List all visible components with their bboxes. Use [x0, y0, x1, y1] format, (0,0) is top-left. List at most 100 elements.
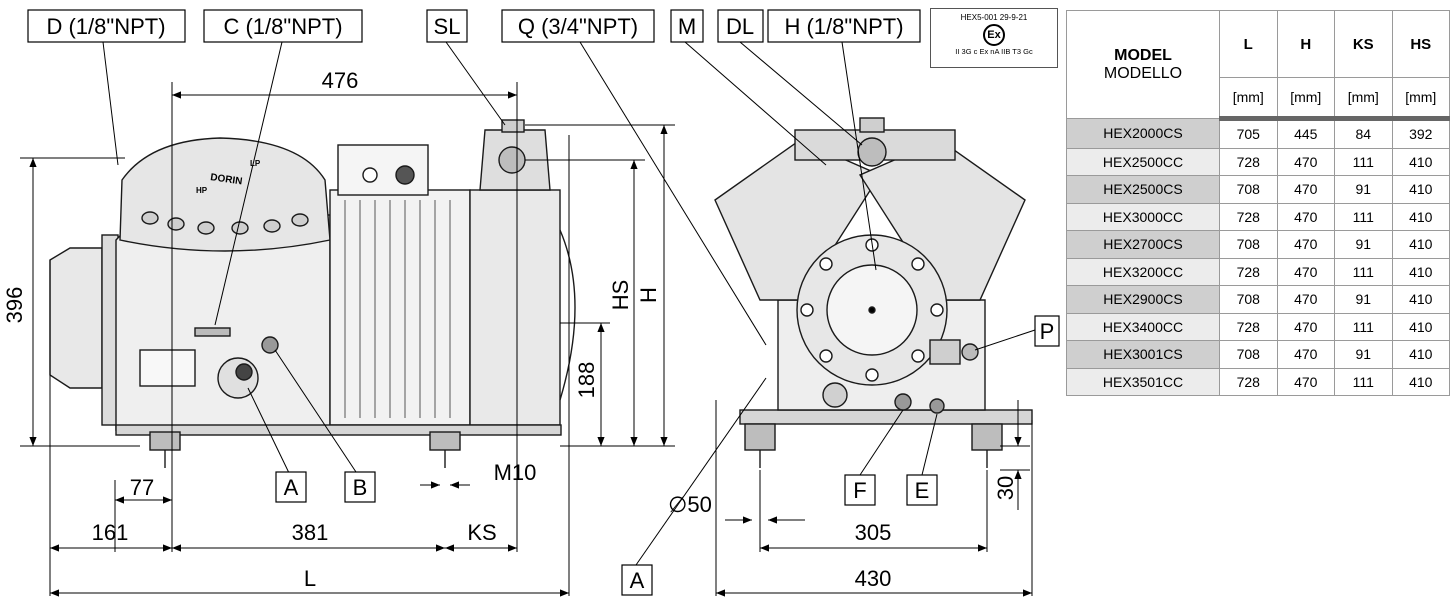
cell-hs: 410: [1391, 230, 1450, 259]
cell-l: 708: [1219, 285, 1278, 314]
brand-name: DORIN: [210, 172, 243, 187]
dim-phi50: ∅50: [668, 492, 712, 517]
header-model: MODEL MODELLO: [1066, 10, 1220, 119]
compressor-drawing: DORIN HP L P: [2, 9, 1060, 597]
callout-dl: DL: [726, 14, 754, 39]
cell-l: 708: [1219, 340, 1278, 369]
cell-l: 728: [1219, 202, 1278, 231]
cell-ks: 84: [1334, 118, 1393, 149]
header-l: L: [1219, 10, 1278, 78]
brand-hp: HP: [196, 186, 208, 195]
cell-l: 728: [1219, 257, 1278, 286]
callout-e: E: [915, 478, 930, 503]
dim-396: 396: [2, 287, 27, 324]
unit-hs: [mm]: [1391, 77, 1450, 121]
cert-class: II 3G c Ex nA IIB T3 Gc: [955, 47, 1033, 56]
header-model-en: MODEL: [1114, 46, 1172, 64]
cell-h: 470: [1276, 340, 1335, 369]
callout-a-mid: A: [630, 568, 645, 593]
dim-381: 381: [292, 520, 329, 545]
cell-l: 728: [1219, 312, 1278, 341]
cell-l: 728: [1219, 147, 1278, 176]
model-dimension-table: MODEL MODELLO L H KS HS [mm] [mm] [mm] […: [1066, 10, 1450, 396]
dim-430: 430: [855, 566, 892, 591]
cell-model: HEX2700CS: [1066, 230, 1220, 259]
cell-model: HEX3501CC: [1066, 367, 1220, 396]
callout-a-left: A: [284, 475, 299, 500]
cell-ks: 91: [1334, 340, 1393, 369]
atex-certification-badge: HEX5-001 29-9-21 Ex II 3G c Ex nA IIB T3…: [930, 8, 1058, 68]
cell-model: HEX3400CC: [1066, 312, 1220, 341]
dimension-values: 476 396 188 HS H 77 161 381 KS L M10 ∅50…: [2, 68, 1018, 591]
cell-hs: 410: [1391, 257, 1450, 286]
dim-h: H: [636, 287, 661, 303]
callout-f: F: [853, 478, 866, 503]
cell-h: 470: [1276, 285, 1335, 314]
cell-hs: 410: [1391, 202, 1450, 231]
dim-30: 30: [993, 476, 1018, 500]
cell-hs: 392: [1391, 118, 1450, 149]
ex-icon: Ex: [983, 24, 1005, 46]
header-model-it: MODELLO: [1103, 64, 1183, 82]
dim-305: 305: [855, 520, 892, 545]
table-header-row: MODEL MODELLO L H KS HS: [1066, 10, 1450, 119]
dim-476: 476: [322, 68, 359, 93]
cell-hs: 410: [1391, 340, 1450, 369]
dim-161: 161: [92, 520, 129, 545]
callout-b: B: [353, 475, 368, 500]
cell-model: HEX3001CS: [1066, 340, 1220, 369]
cell-ks: 111: [1334, 312, 1393, 341]
dim-77: 77: [130, 475, 154, 500]
cert-code: HEX5-001 29-9-21: [960, 13, 1028, 22]
callout-m: M: [678, 14, 696, 39]
cell-h: 470: [1276, 230, 1335, 259]
callout-sl: SL: [434, 14, 461, 39]
cell-hs: 410: [1391, 175, 1450, 204]
callout-d: D (1/8"NPT): [46, 14, 165, 39]
cell-hs: 410: [1391, 367, 1450, 396]
dimension-lines: [20, 41, 1036, 597]
dim-m10: M10: [494, 460, 537, 485]
cell-hs: 410: [1391, 312, 1450, 341]
unit-l: [mm]: [1219, 77, 1278, 121]
cell-h: 470: [1276, 312, 1335, 341]
cell-h: 470: [1276, 202, 1335, 231]
callout-q: Q (3/4"NPT): [518, 14, 638, 39]
unit-h: [mm]: [1276, 77, 1335, 121]
cell-model: HEX3200CC: [1066, 257, 1220, 286]
dim-188: 188: [574, 362, 599, 399]
header-ks: KS: [1334, 10, 1393, 78]
cell-h: 470: [1276, 367, 1335, 396]
callout-p: P: [1040, 319, 1055, 344]
cell-h: 470: [1276, 257, 1335, 286]
cell-model: HEX3000CC: [1066, 202, 1220, 231]
unit-ks: [mm]: [1334, 77, 1393, 121]
cell-ks: 91: [1334, 285, 1393, 314]
cell-model: HEX2500CS: [1066, 175, 1220, 204]
table-units-row: [mm] [mm] [mm] [mm]: [1067, 77, 1450, 121]
side-view: [49, 119, 576, 468]
callout-c: C (1/8"NPT): [223, 14, 342, 39]
cell-model: HEX2500CC: [1066, 147, 1220, 176]
dim-l: L: [304, 566, 316, 591]
cell-hs: 410: [1391, 285, 1450, 314]
brand-marks: DORIN HP LP: [196, 159, 261, 195]
cell-ks: 111: [1334, 202, 1393, 231]
cell-hs: 410: [1391, 147, 1450, 176]
cell-h: 445: [1276, 118, 1335, 149]
cell-l: 728: [1219, 367, 1278, 396]
cell-l: 705: [1219, 118, 1278, 149]
cell-ks: 91: [1334, 230, 1393, 259]
header-hs: HS: [1391, 10, 1450, 78]
cell-l: 708: [1219, 230, 1278, 259]
callout-h: H (1/8"NPT): [784, 14, 903, 39]
